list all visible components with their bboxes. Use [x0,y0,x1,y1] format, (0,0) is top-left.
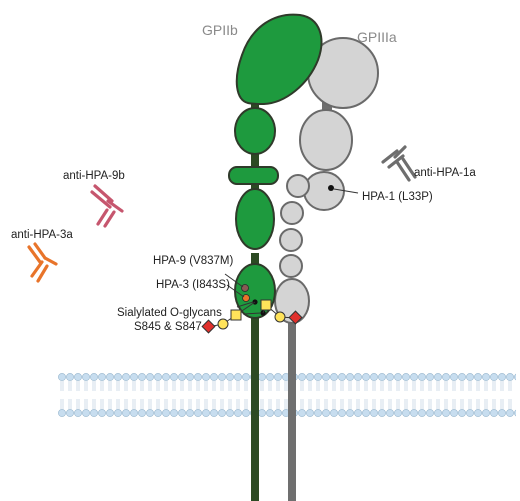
anti-hpa-9b-antibody [90,184,124,228]
hpa-1-label: HPA-1 (L33P) [362,191,433,203]
gpiiia-protein [274,37,379,501]
gpiiia-tail-domain [274,278,310,324]
gpiib-calf-bar [228,166,279,185]
gpiib-calf-domain [235,188,275,250]
gpiiia-egf-4 [279,254,303,278]
anti-hpa-1a-antibody [381,145,417,182]
leader-lines [224,188,359,315]
gpiib-stem [251,300,259,501]
gpiib-neck-3 [251,182,259,192]
hpa-3-label: HPA-3 (I843S) [156,279,230,291]
gpiiia-egf-1 [286,174,310,198]
glycans-label-line1: Sialylated O-glycans [117,307,222,319]
gpiib-label: GPIIb [202,22,238,38]
hpa-9-label: HPA-9 (V837M) [153,255,233,267]
glycan-chain-left [201,301,256,334]
glycan-galnac-square [260,299,272,311]
cell-membrane [58,373,516,417]
gpiib-thigh-domain [234,107,276,155]
gpiib-neck-4 [251,253,259,267]
hpa-3-site [242,294,250,302]
glycans-label-line2: S845 & S847 [134,321,202,333]
anti-hpa-1a-label: anti-HPA-1a [414,167,476,179]
gpiiia-domain-2 [299,109,353,171]
anti-hpa-3a-label: anti-HPA-3a [11,229,73,241]
hpa-9-site [241,284,249,292]
glycan-chain-right [260,299,303,325]
anti-hpa-9b-label: anti-HPA-9b [63,170,125,182]
gpiib-neck-2 [251,150,259,170]
glycan-galactose-circle [274,311,286,323]
gpiiia-hybrid-domain [303,171,345,211]
gpiiia-egf-2 [280,201,304,225]
gpiiia-label: GPIIIa [357,29,397,45]
glycan-galactose-circle [217,318,229,330]
anti-hpa-3a-antibody [27,242,58,283]
glycan-sialic-acid-diamond [201,319,216,334]
gpiib-head [235,13,323,106]
glycan-galnac-square [230,309,242,321]
glycan-sialic-acid-diamond [288,310,303,325]
gpiiia-stem [288,300,296,501]
gpiib-protein [228,13,323,501]
hpa-1-site [328,185,334,191]
gpiiia-egf-3 [279,228,303,252]
